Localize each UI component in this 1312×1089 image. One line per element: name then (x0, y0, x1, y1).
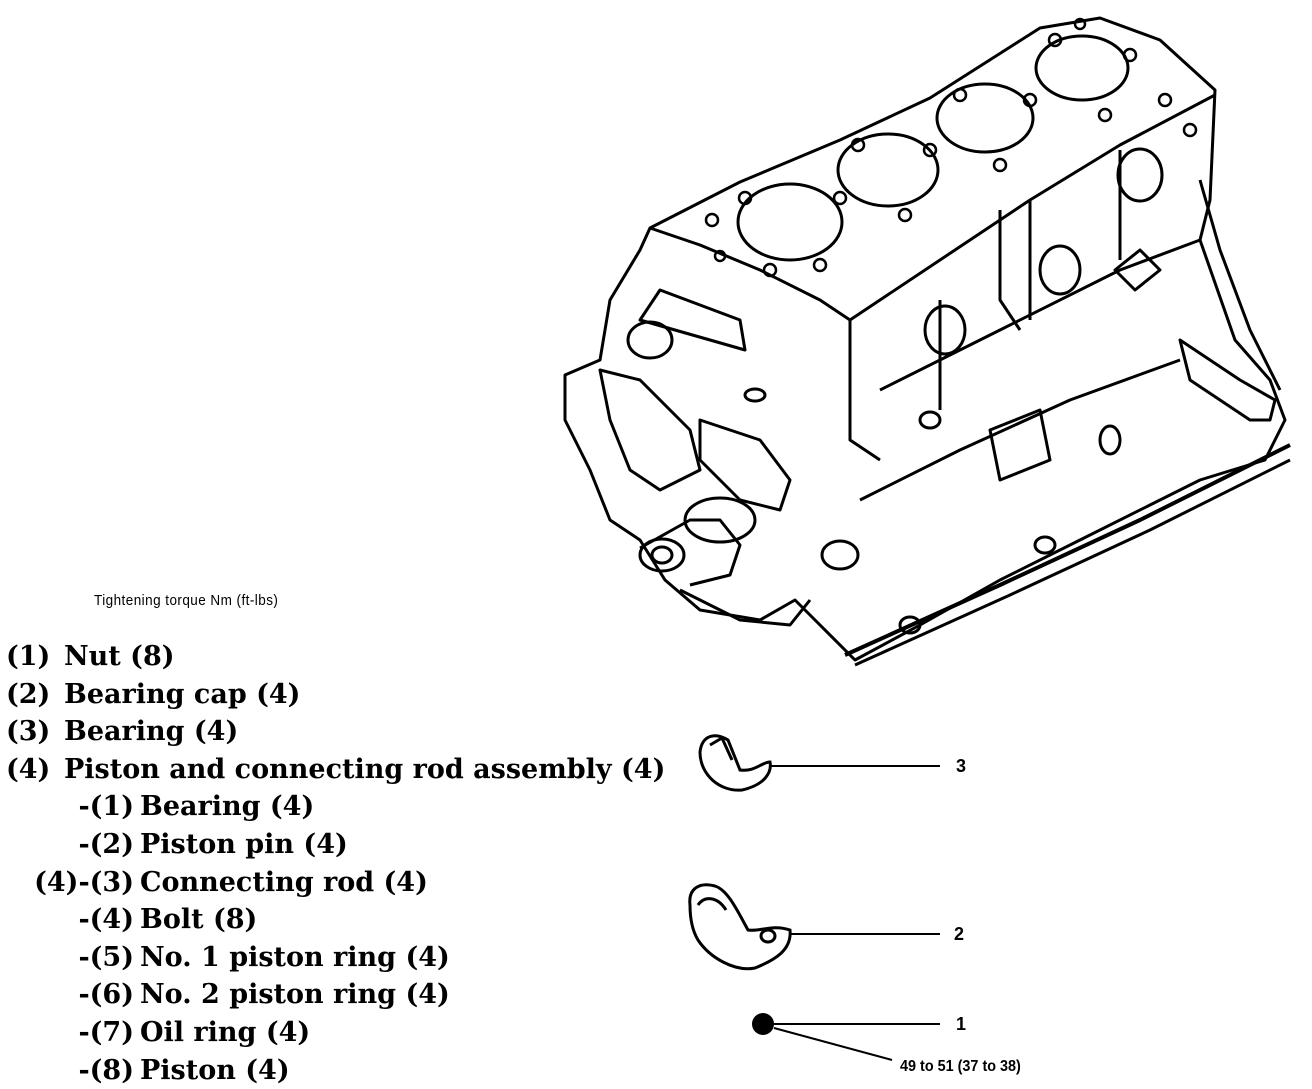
torque-caption: Tightening torque Nm (ft-lbs) (94, 592, 279, 609)
engine-block-drawing (563, 16, 1291, 667)
nut-drawing (752, 1013, 774, 1035)
bearing-drawing (698, 734, 772, 792)
callout-label-bearing-cap: 2 (954, 924, 965, 944)
torque-value: 49 to 51 (37 to 38) (900, 1058, 1021, 1075)
callout-label-bearing: 3 (956, 756, 967, 776)
torque-leader-line (773, 1027, 893, 1061)
callout-label-nut: 1 (956, 1014, 967, 1034)
bearing-cap-drawing (688, 883, 792, 971)
